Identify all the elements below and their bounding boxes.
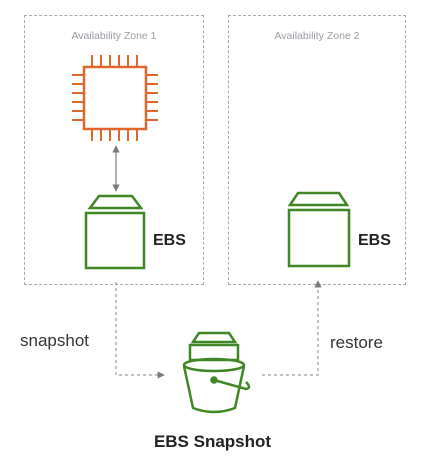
ebs-volume-icon [84,194,146,270]
ebs-volume-icon [287,191,351,268]
snapshot-edge-label: snapshot [20,331,89,350]
ebs-volume-label: EBS [358,232,391,249]
ec2-chip-icon [72,55,158,141]
restore-edge-label: restore [330,333,383,352]
ebs-snapshot-bucket-icon [182,331,251,414]
availability-zone-1-label: Availability Zone 1 [71,30,157,42]
availability-zone-2-label: Availability Zone 2 [274,30,360,42]
restore-connector [262,280,322,376]
ebs-snapshot-label: EBS Snapshot [153,432,272,451]
snapshot-connector [115,282,165,379]
ebs-volume-label: EBS [153,232,186,249]
availability-zone-1: Availability Zone 1 [24,15,204,285]
